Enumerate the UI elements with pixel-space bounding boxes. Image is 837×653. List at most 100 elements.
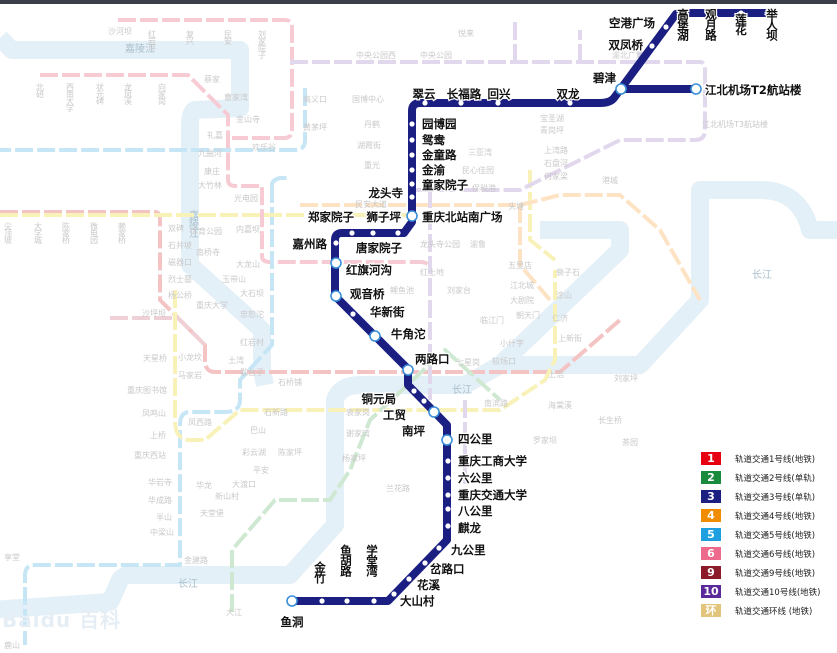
station-label[interactable]: 金竹 [312, 559, 329, 585]
station-label[interactable]: 九公里 [449, 542, 487, 559]
station-label[interactable]: 碧津 [591, 70, 618, 87]
station-marker[interactable] [445, 506, 451, 512]
terminal-station-marker[interactable] [767, 8, 777, 18]
station-label[interactable]: 八公里 [456, 503, 494, 520]
station-label[interactable]: 翠云 [411, 86, 437, 103]
interchange-station-marker[interactable] [286, 595, 298, 607]
station-marker[interactable] [708, 10, 714, 16]
background-station-label: 玉带山 [222, 274, 246, 284]
station-marker[interactable] [663, 24, 669, 30]
station-label[interactable]: 南坪 [401, 423, 427, 440]
station-marker[interactable] [406, 576, 412, 582]
station-marker[interactable] [445, 523, 451, 529]
station-marker[interactable] [445, 492, 451, 498]
station-label[interactable]: 童家院子 [421, 177, 470, 194]
station-marker[interactable] [350, 311, 356, 317]
interchange-station-marker[interactable] [330, 257, 342, 269]
interchange-station-marker[interactable] [402, 364, 414, 376]
interchange-station-marker[interactable] [615, 83, 627, 95]
station-label[interactable]: 重庆工商大学 [457, 453, 529, 470]
station-marker[interactable] [319, 598, 325, 604]
station-label[interactable]: 郑家院子 [307, 209, 356, 226]
background-station-label: 重光 [364, 160, 380, 170]
station-marker[interactable] [445, 475, 451, 481]
station-label[interactable]: 唐家院子 [354, 240, 404, 257]
station-marker[interactable] [436, 545, 442, 551]
interchange-station-marker[interactable] [441, 434, 453, 446]
station-label[interactable]: 两路口 [414, 351, 451, 368]
station-marker[interactable] [409, 167, 415, 173]
station-label[interactable]: 华新街 [369, 304, 406, 321]
station-marker[interactable] [409, 137, 415, 143]
station-label[interactable]: 金渝 [420, 162, 447, 179]
station-label[interactable]: 工贸 [382, 407, 408, 424]
station-marker[interactable] [495, 100, 501, 106]
station-label[interactable]: 重庆交通大学 [457, 487, 529, 504]
station-marker[interactable] [333, 240, 339, 246]
station-label[interactable]: 观音桥 [349, 286, 386, 303]
station-label[interactable]: 长福路 [446, 86, 483, 103]
station-marker[interactable] [409, 181, 415, 187]
station-marker[interactable] [680, 10, 686, 16]
station-label[interactable]: 狮子坪 [364, 209, 402, 226]
interchange-station-marker[interactable] [428, 406, 440, 418]
background-station-label: 石井坡 [168, 240, 192, 250]
station-marker[interactable] [349, 230, 355, 236]
station-marker[interactable] [344, 598, 350, 604]
interchange-station-marker[interactable] [330, 290, 342, 302]
station-label[interactable]: 牛角沱 [390, 326, 427, 343]
station-label[interactable]: 双凤桥 [606, 37, 644, 54]
station-label-airport-t2[interactable]: 江北机场T2航站楼 [704, 82, 803, 99]
station-marker[interactable] [409, 152, 415, 158]
station-label[interactable]: 观月路 [703, 7, 720, 43]
station-label[interactable]: 金童路 [420, 147, 458, 164]
station-label[interactable]: 高堡湖 [675, 6, 692, 43]
station-marker[interactable] [370, 230, 376, 236]
station-marker[interactable] [411, 388, 417, 394]
station-label[interactable]: 四公里 [457, 431, 494, 448]
station-label[interactable]: 花溪 [416, 577, 442, 594]
station-label[interactable]: 六公里 [457, 470, 494, 487]
station-label[interactable]: 鱼洞 [279, 614, 305, 631]
station-label[interactable]: 红旗河沟 [345, 262, 394, 279]
station-marker[interactable] [395, 230, 401, 236]
station-label[interactable]: 空港广场 [608, 15, 657, 32]
background-station-label: 天堂堡 [200, 508, 224, 518]
station-label[interactable]: 铜元局 [359, 391, 397, 408]
station-marker[interactable] [445, 458, 451, 464]
station-label[interactable]: 麒龙 [457, 520, 483, 537]
station-label[interactable]: 园博园 [421, 116, 458, 133]
station-marker[interactable] [567, 100, 573, 106]
station-marker[interactable] [421, 398, 427, 404]
station-marker[interactable] [458, 100, 464, 106]
background-station-label: 蔡家 [204, 74, 220, 84]
station-label[interactable]: 鸳鸯 [421, 132, 447, 149]
station-marker[interactable] [422, 560, 428, 566]
station-label[interactable]: 双龙 [554, 86, 581, 103]
interchange-station-marker[interactable] [406, 210, 418, 222]
station-marker[interactable] [391, 591, 397, 597]
legend-line-badge: 6 [701, 547, 721, 560]
background-station-label: 重庆图书馆 [127, 385, 167, 395]
station-label[interactable]: 学堂湾 [364, 542, 381, 579]
station-label[interactable]: 龙头寺 [366, 185, 404, 202]
station-marker[interactable] [409, 121, 415, 127]
interchange-station-marker[interactable] [369, 330, 381, 342]
station-label[interactable]: 回兴 [486, 86, 512, 103]
station-label[interactable]: 莲花 [733, 11, 750, 37]
station-label[interactable]: 重庆北站南广场 [421, 209, 504, 226]
station-label[interactable]: 举人坝 [764, 6, 781, 43]
station-marker[interactable] [409, 194, 415, 200]
station-marker[interactable] [422, 100, 428, 106]
background-line [290, 60, 707, 490]
background-station-label: 三亚湾 [468, 147, 492, 157]
station-marker[interactable] [738, 10, 744, 16]
station-marker[interactable] [371, 598, 377, 604]
station-label[interactable]: 鱼胡路 [338, 542, 355, 579]
station-label[interactable]: 嘉州路 [290, 236, 328, 253]
station-marker[interactable] [649, 43, 655, 49]
station-label[interactable]: 岔路口 [429, 561, 466, 578]
station-label[interactable]: 大山村 [399, 593, 436, 610]
interchange-station-marker[interactable] [690, 83, 702, 95]
